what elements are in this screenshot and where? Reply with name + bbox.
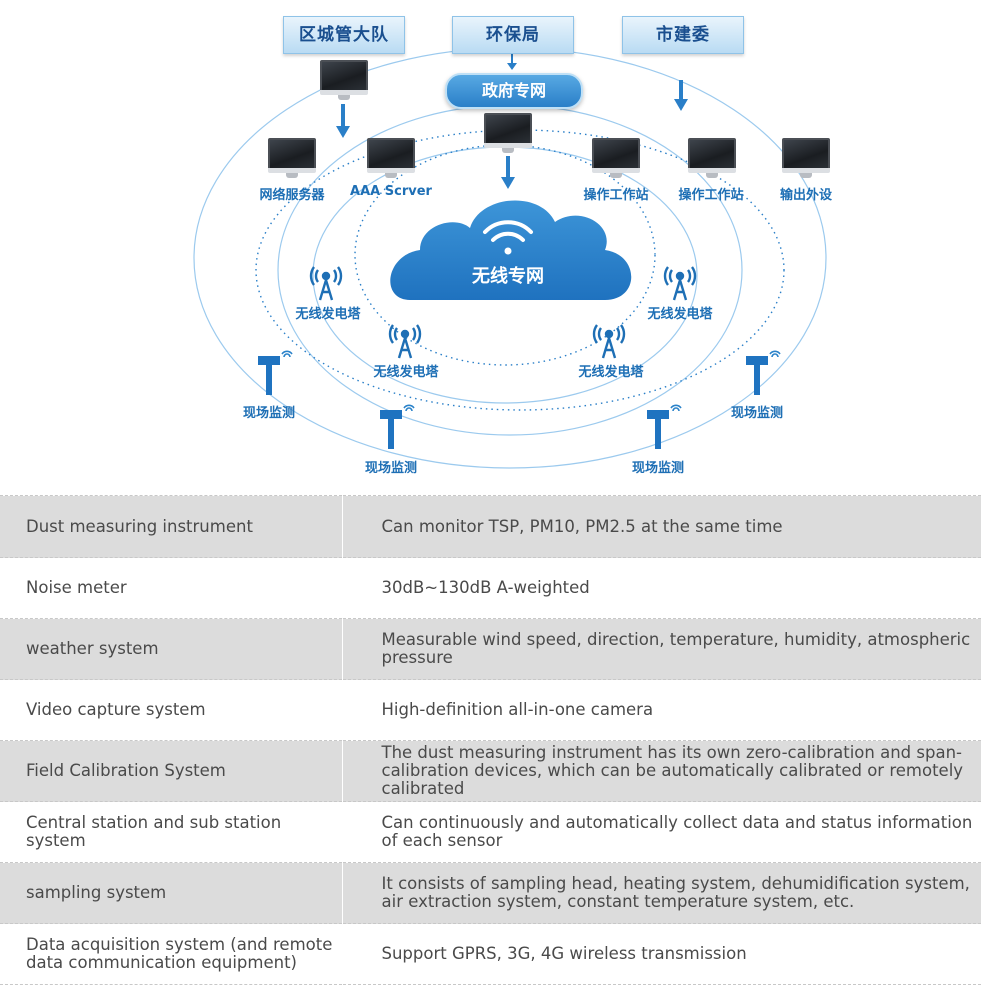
table-row: sampling system It consists of sampling … — [0, 862, 981, 924]
node-label-network-server: 网络服务器 — [259, 188, 325, 203]
table-row: Field Calibration System The dust measur… — [0, 740, 981, 802]
table-row: Video capture system High-definition all… — [0, 679, 981, 741]
site-label: 现场监测 — [364, 461, 418, 476]
monitor-icon — [320, 60, 368, 100]
component-desc: Can continuously and automatically colle… — [381, 813, 973, 850]
monitor-icon — [782, 138, 830, 178]
dotted-inner-ring — [354, 144, 656, 366]
monitor-post-icons — [258, 350, 781, 449]
site-label: 现场监测 — [631, 461, 685, 476]
diagram-rings — [193, 47, 827, 469]
monitor-icon — [688, 138, 736, 178]
node-label-workstation-1: 操作工作站 — [583, 188, 649, 203]
component-desc: Measurable wind speed, direction, temper… — [342, 618, 981, 680]
component-desc: 30dB~130dB A-weighted — [381, 578, 590, 597]
monitor-icon — [592, 138, 640, 178]
site-label: 现场监测 — [242, 406, 296, 421]
tower-label: 无线发电塔 — [647, 307, 713, 322]
node-label-aaa-server: AAA Scrver — [350, 184, 432, 199]
table-row: Dust measuring instrument Can monitor TS… — [0, 495, 981, 558]
node-label-workstation-2: 操作工作站 — [678, 188, 744, 203]
component-desc: It consists of sampling head, heating sy… — [342, 862, 981, 924]
component-name: Video capture system — [0, 679, 343, 741]
table-row: weather system Measurable wind speed, di… — [0, 618, 981, 680]
wifi-icon — [483, 220, 533, 255]
node-label-output-peripheral: 输出外设 — [779, 188, 833, 203]
table-row: Central station and sub station system C… — [0, 801, 981, 863]
component-name: Central station and sub station system — [0, 801, 343, 863]
component-name: Data acquisition system (and remote data… — [0, 923, 343, 985]
top-box-environmental-bureau: 环保局 — [452, 16, 574, 54]
table-row: Data acquisition system (and remote data… — [0, 923, 981, 985]
tower-label: 无线发电塔 — [295, 307, 361, 322]
tower-icons — [309, 266, 697, 359]
monitor-icon — [367, 138, 415, 178]
connection-arrows — [336, 53, 688, 189]
table-row: Noise meter 30dB~130dB A-weighted — [0, 557, 981, 619]
component-desc: Support GPRS, 3G, 4G wireless transmissi… — [381, 944, 747, 963]
tower-label: 无线发电塔 — [578, 365, 644, 380]
component-name: Field Calibration System — [0, 740, 343, 802]
top-box-construction-committee: 市建委 — [622, 16, 744, 54]
government-network-label: 政府专网 — [445, 73, 583, 109]
component-name: weather system — [0, 618, 343, 680]
monitor-icon — [268, 138, 316, 178]
monitor-icon — [484, 113, 532, 153]
site-label: 现场监测 — [730, 406, 784, 421]
component-name: Noise meter — [0, 557, 343, 619]
tower-label: 无线发电塔 — [373, 365, 439, 380]
component-desc: The dust measuring instrument has its ow… — [342, 740, 981, 802]
network-diagram: 区城管大队 环保局 市建委 政府专网 网络服务器 AAA Scrver 操作工作… — [0, 0, 981, 495]
spec-table: Dust measuring instrument Can monitor TS… — [0, 495, 981, 985]
component-desc: High-definition all-in-one camera — [381, 700, 654, 719]
component-name: sampling system — [0, 862, 343, 924]
cloud-label: 无线专网 — [472, 266, 544, 287]
component-desc: Can monitor TSP, PM10, PM2.5 at the same… — [342, 495, 981, 558]
top-box-urban-management: 区城管大队 — [283, 16, 405, 54]
component-name: Dust measuring instrument — [0, 495, 343, 558]
